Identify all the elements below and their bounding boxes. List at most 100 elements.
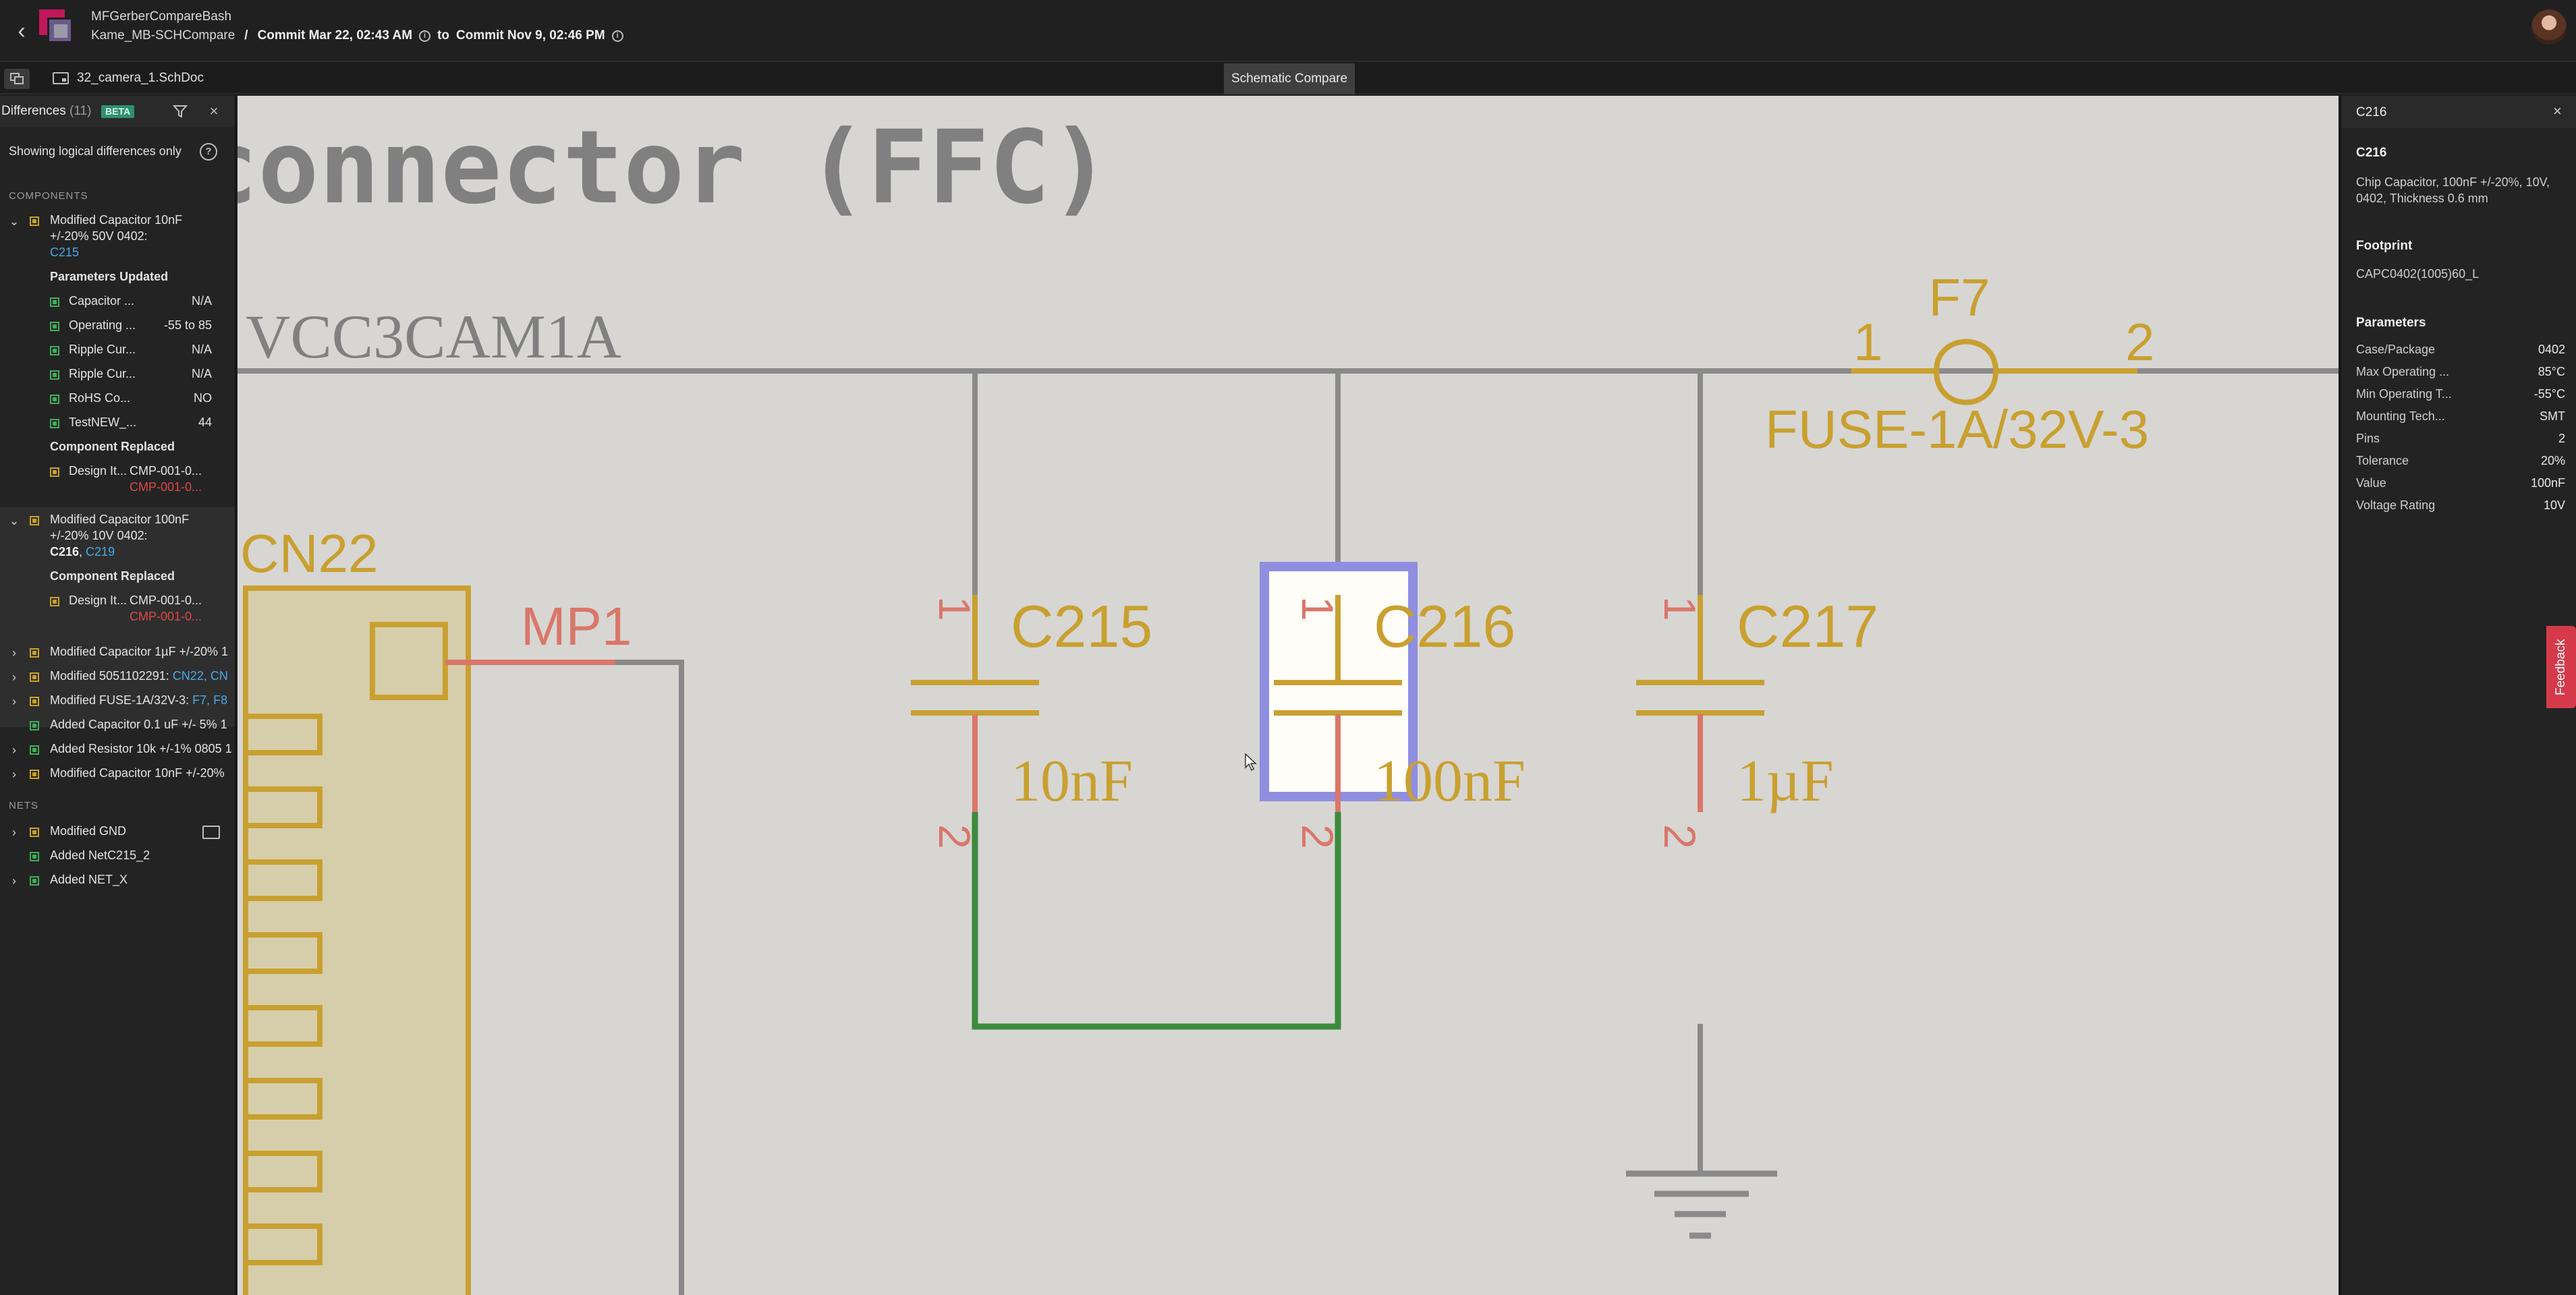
cap-value: 100nF — [1374, 749, 1525, 814]
schematic-drawing[interactable]: connector (FFC) VCC3CAM1A F7 1 2 FUSE-1A… — [237, 96, 2339, 1295]
sheet-title: connector (FFC) — [237, 109, 1111, 227]
modified-icon — [30, 217, 39, 226]
fuse-pin1: 1 — [1853, 312, 1882, 372]
selected-item-bg — [0, 507, 235, 727]
info-icon[interactable]: i — [419, 30, 431, 42]
ref-link[interactable]: C215 — [50, 246, 80, 259]
parameter-row: Mounting Tech...SMT — [2356, 409, 2565, 423]
capacitor-c216[interactable]: 1 2 C216 100nF — [1274, 593, 1525, 849]
file-tab[interactable]: 32_camera_1.SchDoc — [53, 67, 204, 89]
tab-row: 32_camera_1.SchDoc Schematic Compare — [0, 62, 2576, 94]
parameter-row: Min Operating T...-55°C — [2356, 387, 2565, 401]
svg-text:2: 2 — [1655, 824, 1705, 849]
param-row[interactable]: TestNEW_...44 — [0, 415, 235, 432]
diff-item-c216[interactable]: ⌄ Modified Capacitor 100nF — [9, 513, 190, 527]
param-changed-icon — [50, 297, 59, 307]
diff-item[interactable]: ›Modified FUSE-1A/32V-3: F7, F8 — [0, 693, 235, 710]
properties-title: C216 — [2356, 105, 2387, 119]
svg-text:1: 1 — [1293, 596, 1343, 621]
replaced-row[interactable]: Design It...CMP-001-0... — [0, 594, 235, 610]
modified-icon — [50, 597, 59, 606]
breadcrumb-separator: / — [244, 28, 248, 42]
project-name[interactable]: Kame_MB-SCHCompare — [91, 28, 235, 42]
showing-logical-text: Showing logical differences only — [9, 144, 181, 158]
chevron-right-icon[interactable]: › — [12, 670, 16, 684]
diff-item[interactable]: ›Modified Capacitor 1µF +/-20% 1 — [0, 645, 235, 661]
info-icon[interactable]: i — [611, 30, 623, 42]
added-icon — [30, 876, 39, 886]
chevron-right-icon[interactable]: › — [12, 646, 16, 660]
modified-icon — [30, 648, 39, 658]
svg-text:2: 2 — [930, 824, 980, 849]
net-c215-2[interactable] — [972, 812, 1341, 1030]
cap-ref: C216 — [1374, 593, 1515, 660]
tab-schematic-compare[interactable]: Schematic Compare — [1224, 63, 1355, 94]
feedback-button[interactable]: Feedback — [2546, 626, 2576, 708]
capacitor-c217[interactable]: 1 2 C217 1µF — [1636, 593, 1878, 849]
component-replaced-header: Component Replaced — [50, 569, 175, 583]
parameters-updated-header: Parameters Updated — [50, 270, 169, 283]
chevron-right-icon[interactable]: › — [12, 826, 16, 839]
file-tab-label: 32_camera_1.SchDoc — [77, 71, 204, 85]
chevron-right-icon[interactable]: › — [12, 695, 16, 708]
close-icon[interactable]: × — [2553, 103, 2562, 119]
footprint-value: CAPC0402(1005)60_L — [2356, 267, 2480, 281]
properties-panel: C216 × C216 Chip Capacitor, 100nF +/-20%… — [2340, 96, 2576, 1295]
chevron-right-icon[interactable]: › — [12, 743, 16, 757]
filter-icon[interactable] — [173, 104, 188, 119]
fuse-ref: F7 — [1928, 268, 1990, 327]
net-item[interactable]: Added NetC215_2 — [0, 848, 235, 865]
back-button[interactable]: ‹ — [18, 18, 26, 44]
cap-value: 10nF — [1011, 749, 1133, 814]
panel-toggle-icon[interactable] — [4, 69, 30, 89]
app-logo — [39, 9, 73, 43]
modified-icon — [30, 672, 39, 682]
param-row[interactable]: Capacitor ...N/A — [0, 294, 235, 310]
diff-item-c215[interactable]: ⌄ Modified Capacitor 10nF — [9, 213, 183, 228]
modified-icon — [30, 770, 39, 779]
diff-item[interactable]: ›Added Resistor 10k +/-1% 0805 1 — [0, 742, 235, 758]
replaced-row[interactable]: Design It...CMP-001-0... — [0, 464, 235, 480]
param-changed-icon — [50, 419, 59, 428]
to-label: to — [437, 28, 449, 42]
ref-link[interactable]: C216 — [50, 545, 80, 558]
param-changed-icon — [50, 370, 59, 380]
param-row[interactable]: Ripple Cur...N/A — [0, 343, 235, 359]
ref-link[interactable]: C219 — [86, 545, 115, 558]
net-item[interactable]: ›Added NET_X — [0, 873, 235, 889]
connector-pins — [243, 714, 323, 1265]
close-icon[interactable]: × — [209, 103, 219, 119]
capacitor-c215[interactable]: 1 2 C215 10nF — [911, 593, 1152, 849]
svg-text:1: 1 — [1655, 596, 1705, 621]
avatar[interactable] — [2531, 9, 2567, 45]
differences-header: Differences (11) BETA × — [0, 96, 235, 127]
schematic-canvas[interactable]: connector (FFC) VCC3CAM1A F7 1 2 FUSE-1A… — [237, 96, 2339, 1295]
diff-item[interactable]: ›Modified Capacitor 10nF +/-20% — [0, 766, 235, 782]
diff-item[interactable]: ›Modified 5051102291: CN22, CN — [0, 669, 235, 685]
commit-to[interactable]: Commit Nov 9, 02:46 PM — [456, 28, 605, 42]
chevron-down-icon[interactable]: ⌄ — [9, 214, 20, 228]
parameter-row: Max Operating ...85°C — [2356, 365, 2565, 378]
param-row[interactable]: RoHS Co...NO — [0, 391, 235, 407]
svg-text:2: 2 — [1293, 824, 1343, 849]
net-label-vcc: VCC3CAM1A — [246, 302, 621, 371]
added-icon — [30, 852, 39, 861]
cap-ref: C215 — [1011, 593, 1152, 660]
help-icon[interactable]: ? — [200, 143, 217, 161]
properties-header: C216 × — [2341, 96, 2576, 128]
diff-item[interactable]: Added Capacitor 0.1 uF +/- 5% 1 — [0, 718, 235, 734]
chevron-right-icon[interactable]: › — [12, 874, 16, 888]
param-row[interactable]: Operating ...-55 to 85 — [0, 318, 235, 335]
chevron-right-icon[interactable]: › — [12, 768, 16, 781]
net-item[interactable]: ›Modified GND — [0, 824, 235, 840]
components-section-label: COMPONENTS — [9, 190, 88, 202]
nets-section-label: NETS — [9, 800, 39, 811]
commit-from[interactable]: Commit Mar 22, 02:43 AM — [257, 28, 413, 42]
parameters-header: Parameters — [2356, 316, 2426, 330]
net-view-icon[interactable] — [202, 826, 220, 839]
param-row[interactable]: Ripple Cur...N/A — [0, 367, 235, 383]
chevron-down-icon[interactable]: ⌄ — [9, 514, 20, 527]
